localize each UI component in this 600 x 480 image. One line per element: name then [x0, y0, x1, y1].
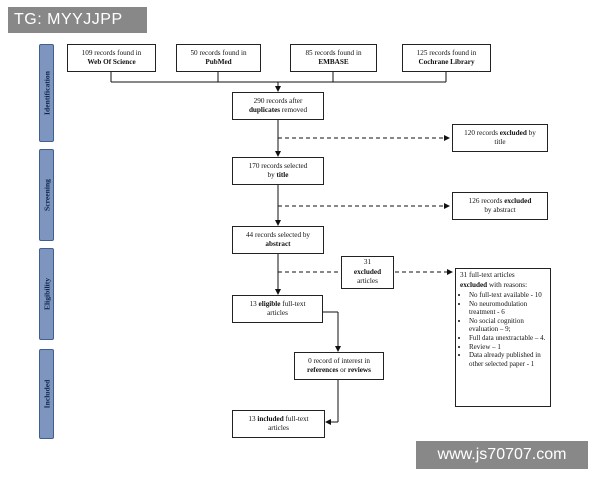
- included-box: 13 included full-text articles: [232, 410, 325, 438]
- excl-mid-bold: excluded: [353, 267, 382, 276]
- excl-title-pre: 120 records: [464, 128, 500, 137]
- source-box-pubmed: 50 records found in PubMed: [176, 44, 261, 72]
- watermark-bottom-right: www.js70707.com: [416, 441, 588, 469]
- excluded-articles-box: 31 excluded articles: [341, 256, 394, 289]
- interest-line1: 0 record of interest in: [308, 356, 370, 365]
- interest-bold1: references: [307, 366, 339, 374]
- excl-abs-bold: excluded: [504, 196, 532, 205]
- excl-title-bold: excluded: [499, 128, 527, 137]
- phase-eligibility: Eligibility: [39, 248, 54, 340]
- phase-included: Included: [39, 349, 54, 439]
- excl-title-post: by: [526, 128, 536, 137]
- list-item: No social cognition evaluation – 9;: [469, 317, 546, 334]
- source-name: EMBASE: [318, 58, 349, 66]
- incl-bold: included: [257, 414, 284, 423]
- source-count: 50 records found in: [190, 48, 247, 57]
- list-item: No full-text available - 10: [469, 291, 546, 300]
- excluded-by-title-box: 120 records excluded by title: [452, 124, 548, 152]
- sel-title-bold: title: [276, 171, 289, 179]
- elig-bold: eligible: [258, 299, 281, 308]
- excl-ft-post: with reasons:: [487, 280, 528, 289]
- phase-label: Identification: [42, 71, 51, 115]
- phase-label: Included: [42, 379, 51, 409]
- excl-ft-line1: 31 full-text articles: [460, 271, 515, 279]
- sel-title-pre: by: [267, 171, 277, 179]
- eligible-box: 13 eligible full-text articles: [232, 295, 323, 323]
- elig-post: full-text: [280, 299, 306, 308]
- phase-identification: Identification: [39, 44, 54, 142]
- source-count: 109 records found in: [81, 48, 142, 57]
- source-name: Cochrane Library: [418, 58, 475, 66]
- dedup-rest: removed: [280, 106, 308, 114]
- source-count: 125 records found in: [416, 48, 477, 57]
- phase-label: Eligibility: [42, 277, 51, 311]
- phase-screening: Screening: [39, 149, 54, 241]
- excl-title-line2: title: [494, 138, 506, 146]
- list-item: Full data unextractable – 4.: [469, 334, 546, 343]
- dedup-box: 290 records after duplicates removed: [232, 92, 324, 120]
- excl-abs-pre: 126 records: [468, 196, 505, 205]
- list-item: No neuromodulation treatment - 6: [469, 300, 546, 317]
- source-box-web-of-science: 109 records found in Web Of Science: [67, 44, 156, 72]
- source-count: 85 records found in: [305, 48, 362, 57]
- elig-pre: 13: [249, 299, 259, 308]
- dedup-bold: duplicates: [248, 106, 281, 114]
- incl-post: full-text: [283, 414, 309, 423]
- excluded-by-abstract-box: 126 records excluded by abstract: [452, 192, 548, 220]
- references-reviews-box: 0 record of interest in references or re…: [294, 352, 384, 380]
- elig-line2: articles: [267, 309, 288, 317]
- excl-mid-count: 31: [363, 258, 372, 267]
- incl-pre: 13: [248, 414, 258, 423]
- interest-bold2: reviews: [347, 366, 371, 374]
- excl-ft-bold: excluded: [460, 280, 488, 289]
- exclusion-reasons-list: No full-text available - 10 No neuromodu…: [460, 291, 546, 368]
- sel-abs-bold: abstract: [265, 240, 291, 248]
- incl-line2: articles: [268, 424, 289, 432]
- sel-title-line1: 170 records selected: [248, 161, 308, 170]
- list-item: Review – 1: [469, 343, 546, 352]
- phase-label: Screening: [42, 179, 51, 211]
- selected-by-abstract-box: 44 records selected by abstract: [232, 226, 324, 254]
- source-name: PubMed: [205, 58, 232, 66]
- sel-abs-line1: 44 records selected by: [245, 230, 311, 239]
- excl-mid-line3: articles: [357, 277, 378, 286]
- source-name: Web Of Science: [87, 58, 136, 66]
- watermark-top-left: TG: MYYJJPP: [8, 7, 147, 33]
- selected-by-title-box: 170 records selected by title: [232, 157, 324, 185]
- source-box-cochrane: 125 records found in Cochrane Library: [402, 44, 491, 72]
- interest-mid: or: [338, 366, 348, 374]
- excl-abs-line2: by abstract: [484, 206, 516, 214]
- dedup-line1: 290 records after: [253, 96, 303, 105]
- fulltext-exclusion-box: 31 full-text articles excluded with reas…: [455, 268, 551, 407]
- source-box-embase: 85 records found in EMBASE: [290, 44, 377, 72]
- list-item: Data already published in other selected…: [469, 351, 546, 368]
